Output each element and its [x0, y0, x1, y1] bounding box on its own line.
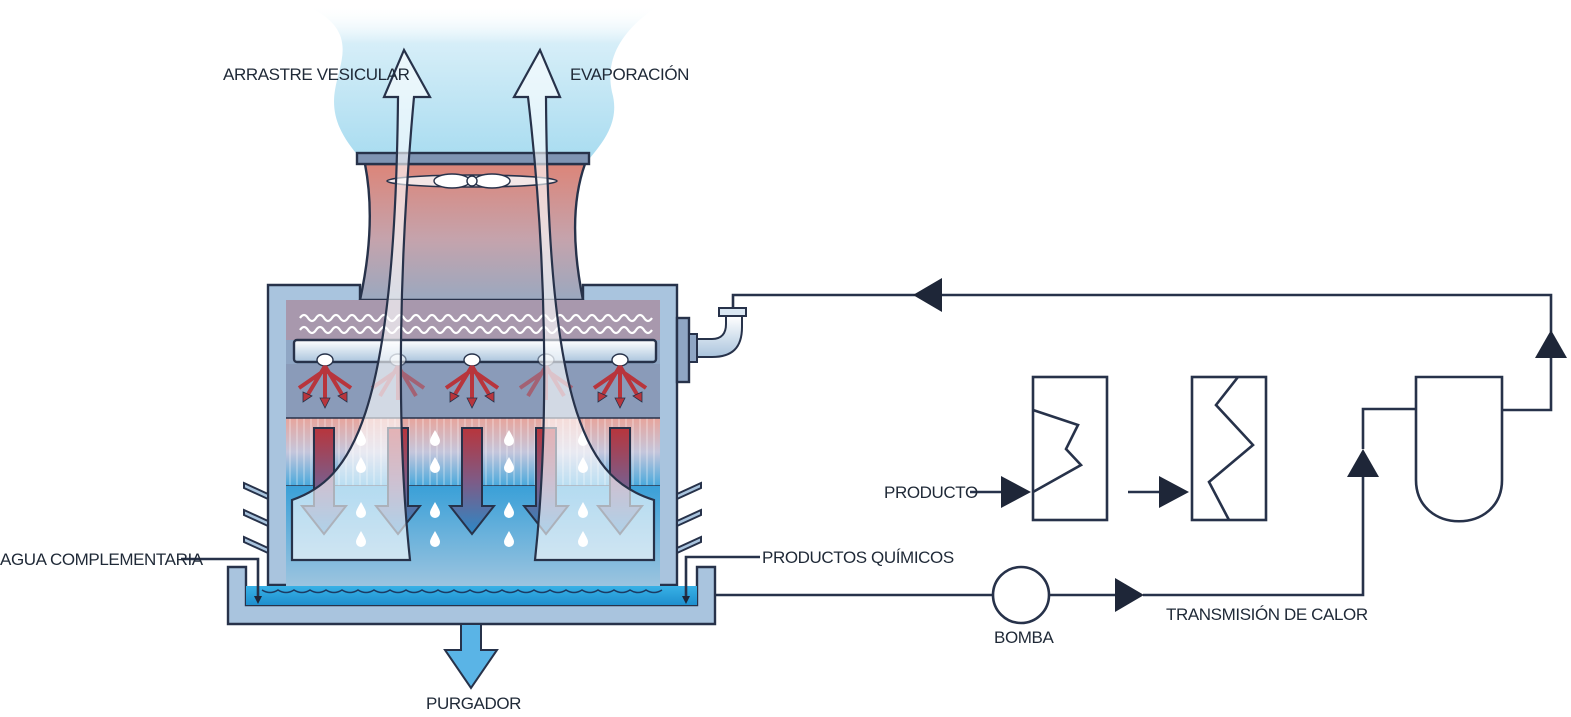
evaporation-label: EVAPORACIÓN	[570, 65, 689, 84]
drift-eliminators	[299, 313, 653, 335]
spray-nozzle	[444, 353, 500, 409]
up-arrow-icon	[1347, 449, 1379, 477]
heat-exchanger-2	[1190, 375, 1268, 522]
basin-water	[246, 586, 697, 605]
water-circuit	[715, 278, 1567, 625]
product-arrow-icon	[1159, 476, 1189, 508]
fan-icon	[386, 173, 558, 189]
right-air-louvers	[676, 481, 702, 555]
pump-label: BOMBA	[994, 628, 1054, 647]
makeup-water-label: AGUA COMPLEMENTARIA	[0, 550, 204, 569]
left-air-louvers	[243, 481, 269, 555]
return-pipe-elbow	[675, 307, 747, 384]
pump-icon	[991, 565, 1051, 625]
supply-line	[715, 476, 1365, 597]
makeup-water-leader	[181, 557, 260, 600]
chemicals-leader	[684, 555, 760, 600]
riser-arrow-icon	[1535, 330, 1567, 358]
heat-exchanger-1	[1031, 375, 1109, 522]
chemicals-label: PRODUCTOS QUÍMICOS	[762, 548, 954, 567]
air-flow-arrow-drift	[290, 47, 432, 562]
fan-stack-cap	[355, 151, 591, 166]
product-arrow-icon	[1001, 476, 1031, 508]
blowdown-label: PURGADOR	[426, 694, 521, 713]
process-tank	[1414, 375, 1504, 523]
falling-water-arrow	[447, 427, 497, 536]
return-arrow-icon	[913, 278, 942, 312]
water-basin	[226, 565, 717, 626]
vapor-plume	[305, 5, 660, 158]
air-flow-arrow-evaporation	[512, 47, 656, 562]
blowdown-arrow	[443, 623, 499, 690]
spray-nozzle	[297, 353, 353, 409]
return-line	[731, 293, 1553, 332]
cooling-tower	[226, 47, 747, 690]
product-label: PRODUCTO	[884, 483, 978, 502]
drift-label: ARRASTRE VESICULAR	[223, 65, 410, 84]
spray-nozzle	[592, 353, 648, 409]
heat-transfer-label: TRANSMISIÓN DE CALOR	[1166, 605, 1368, 624]
supply-arrow-icon	[1115, 578, 1144, 612]
